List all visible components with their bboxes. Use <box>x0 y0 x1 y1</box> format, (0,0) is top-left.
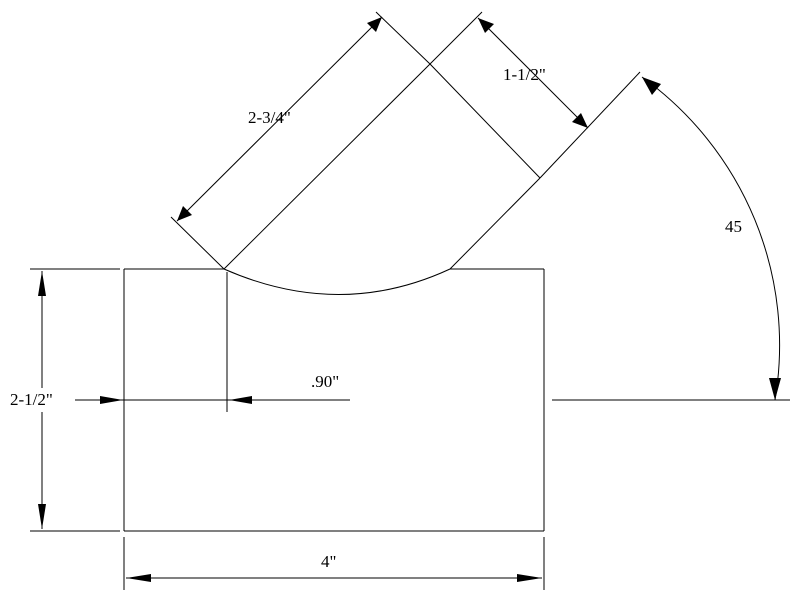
arrowhead <box>229 396 252 404</box>
arrowhead <box>38 504 46 529</box>
arrowhead <box>38 271 46 296</box>
dim-height-label: 2-1/2" <box>10 390 53 409</box>
dim-branch-length: 2-3/4" <box>170 11 431 270</box>
angle-arc <box>641 76 781 401</box>
arrowhead <box>177 206 192 221</box>
dim-angle-label: 45 <box>725 217 742 236</box>
arrowhead <box>642 77 661 95</box>
dim-height: 2-1/2" <box>8 268 120 532</box>
dim-width: 4" <box>123 537 545 590</box>
dim-branch-width-label: 1-1/2" <box>503 65 546 84</box>
arrowhead <box>572 113 588 128</box>
arrowhead <box>367 17 382 32</box>
dim-offset-label: .90" <box>311 372 339 391</box>
arrowhead <box>126 574 151 582</box>
intersection-curve <box>223 268 451 295</box>
angled-branch <box>223 63 541 295</box>
dim-width-label: 4" <box>321 552 336 571</box>
label-backing <box>8 388 74 412</box>
arrowhead <box>769 378 781 400</box>
dim-branch-width: 1-1/2" <box>429 11 641 179</box>
dim-branch-length-label: 2-3/4" <box>248 108 291 127</box>
dim-offset: .90" <box>75 272 350 412</box>
arrowhead <box>478 18 494 33</box>
dim-angle: 45 <box>552 76 790 401</box>
arrowhead <box>100 396 123 404</box>
arrowhead <box>517 574 542 582</box>
